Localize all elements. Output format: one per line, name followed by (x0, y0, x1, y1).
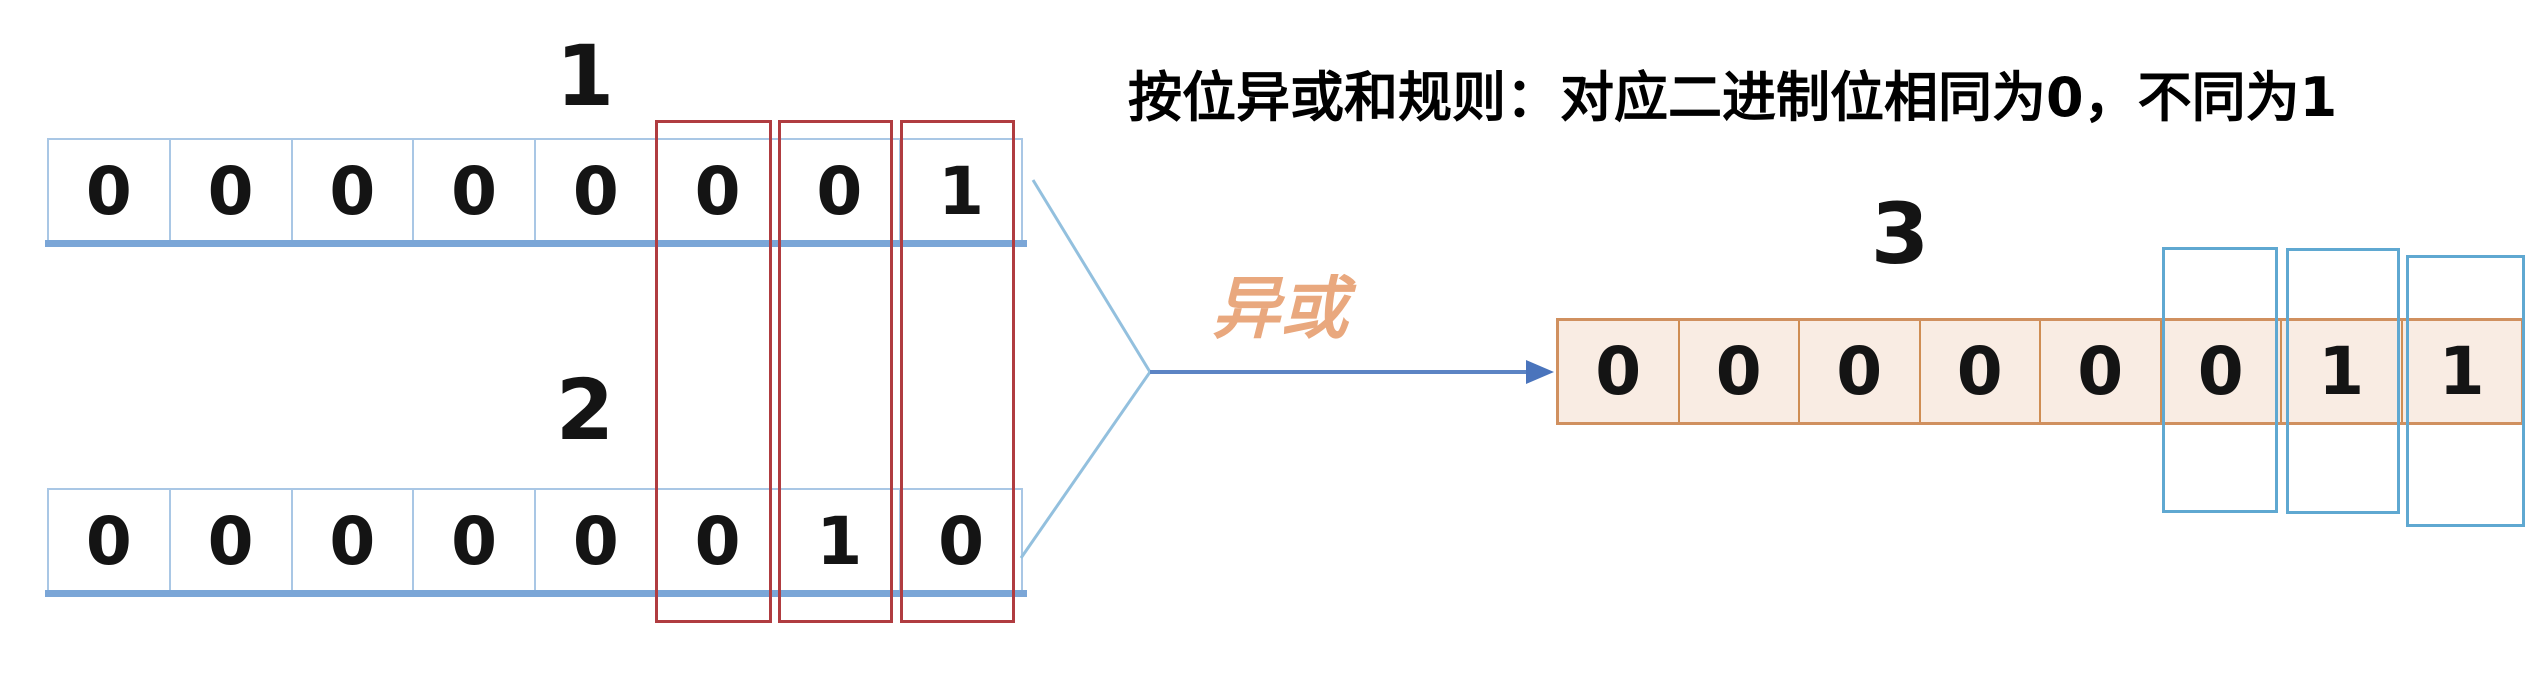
red-highlight-column-2 (778, 120, 893, 623)
red-highlight-column-3 (900, 120, 1015, 623)
bit-cell: 0 (2041, 321, 2162, 422)
merge-line-upper (1031, 179, 1152, 373)
row-underline (45, 240, 1027, 247)
bit-cell: 0 (414, 490, 536, 593)
bit-cell: 0 (536, 140, 658, 243)
bit-cell: 0 (536, 490, 658, 593)
operand-2-label: 2 (555, 361, 615, 459)
bit-cell: 0 (171, 490, 293, 593)
rule-text: 按位异或和规则：对应二进制位相同为0，不同为1 (1128, 66, 2338, 129)
bit-cell: 1 (938, 153, 985, 230)
bit-cell: 0 (1559, 321, 1680, 422)
operand-1-row: 0 0 0 0 0 0 0 1 (47, 138, 1023, 245)
bit-cell: 0 (293, 140, 415, 243)
bit-cell: 0 (938, 503, 985, 580)
bit-cell: 0 (1680, 321, 1800, 422)
merge-line-lower (1019, 371, 1152, 559)
xor-arrowhead-icon (1526, 360, 1554, 384)
bit-cell: 0 (293, 490, 415, 593)
result-row: 0 0 0 0 0 0 1 1 (1556, 318, 2524, 425)
bit-cell: 1 (2282, 321, 2403, 422)
blue-highlight-column-1 (2162, 247, 2278, 513)
bit-cell: 0 (1921, 321, 2041, 422)
bit-cell: 0 (49, 490, 171, 593)
blue-highlight-column-2 (2286, 248, 2400, 514)
row-underline (45, 590, 1027, 597)
bit-cell: 0 (1800, 321, 1921, 422)
bit-cell: 1 (2438, 333, 2485, 410)
blue-highlight-column-3 (2406, 255, 2525, 527)
xor-operation-label: 异或 (1212, 270, 1349, 349)
bit-cell: 0 (414, 140, 536, 243)
red-highlight-column-1 (655, 120, 772, 623)
result-label: 3 (1870, 185, 1930, 283)
operand-2-row: 0 0 0 0 0 0 1 0 (47, 488, 1023, 595)
bit-cell: 0 (2162, 321, 2282, 422)
bit-cell: 0 (49, 140, 171, 243)
bit-cell: 0 (171, 140, 293, 243)
operand-1-label: 1 (555, 27, 615, 125)
